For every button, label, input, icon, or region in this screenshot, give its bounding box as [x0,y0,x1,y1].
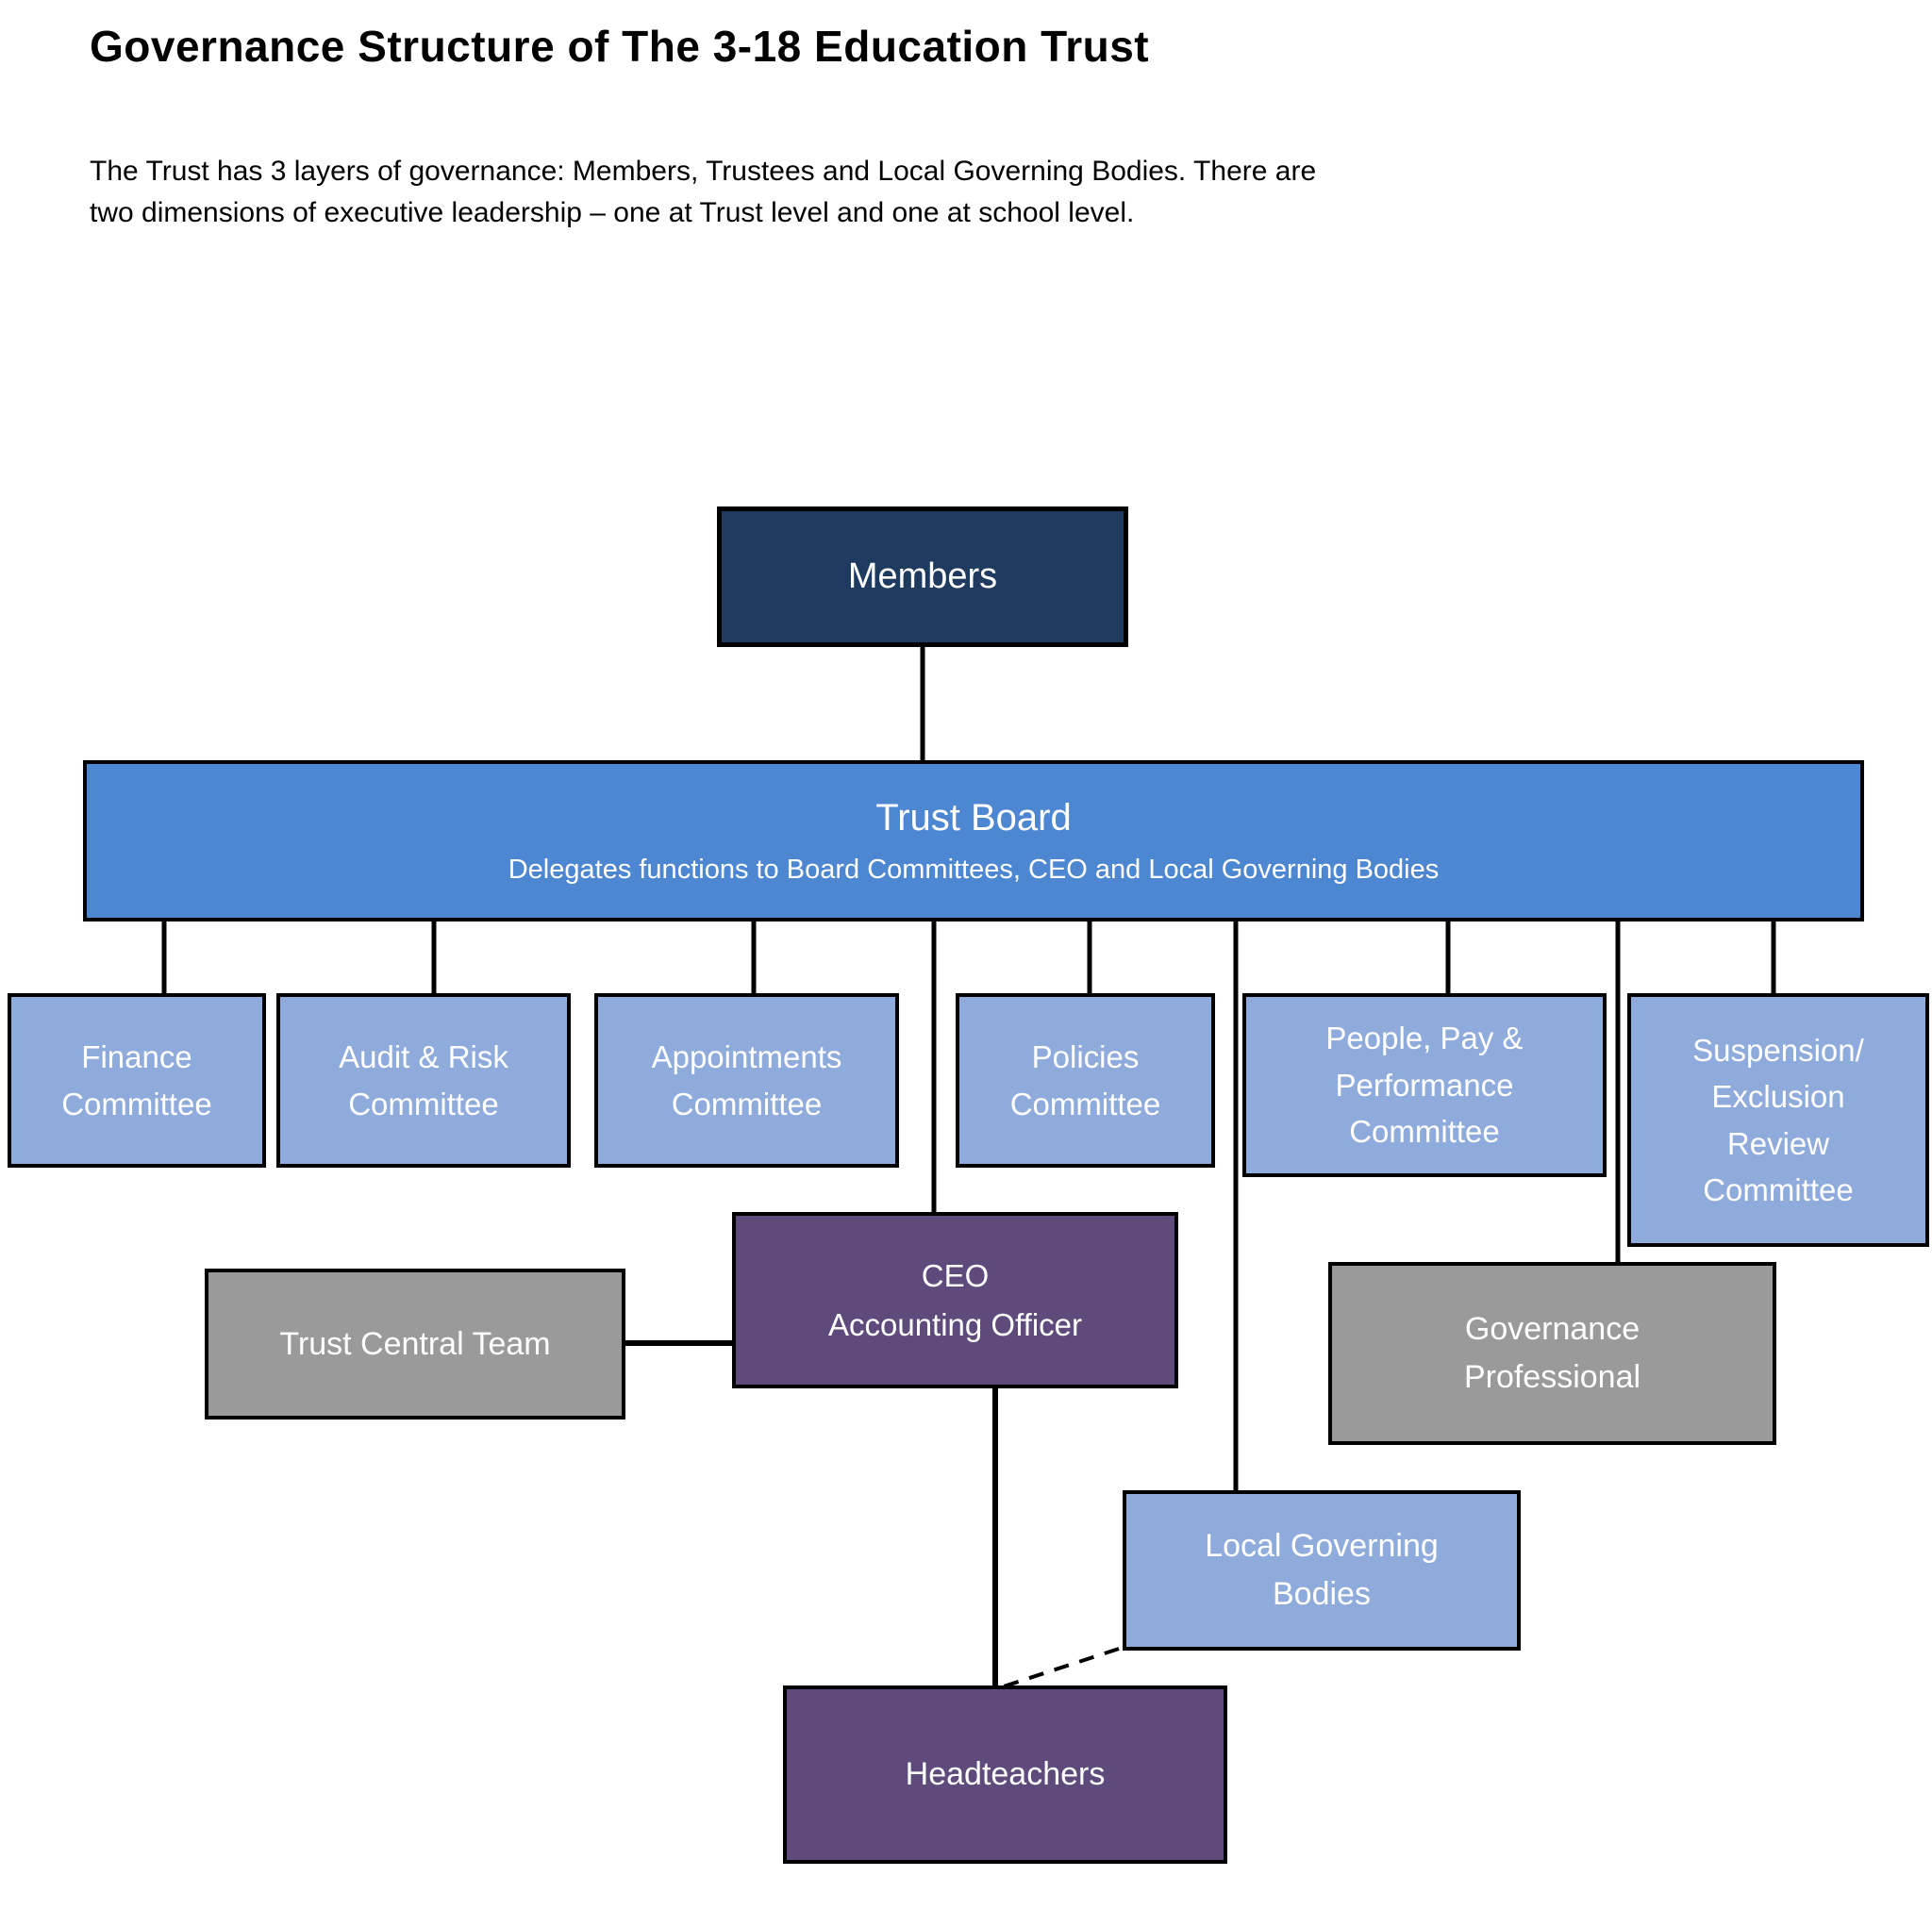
node-audit-risk-committee: Audit & Risk Committee [276,993,571,1168]
node-appointments-committee: Appointments Committee [594,993,899,1168]
node-governance-professional: Governance Professional [1328,1262,1776,1445]
node-finance-committee: Finance Committee [8,993,266,1168]
page-description: The Trust has 3 layers of governance: Me… [90,156,1317,228]
page-title: Governance Structure of The 3-18 Educati… [90,22,1150,71]
ceo-subtitle: Accounting Officer [827,1306,1083,1342]
trust-board-subtitle: Delegates functions to Board Committees,… [508,855,1440,886]
node-ceo: CEO Accounting Officer [732,1212,1178,1388]
node-members: Members [717,506,1128,647]
trust-board-title: Trust Board [875,797,1072,839]
node-local-governing-bodies: Local Governing Bodies [1123,1490,1521,1651]
node-headteachers: Headteachers [783,1685,1227,1864]
node-suspension-exclusion-review-committee: Suspension/ Exclusion Review Committee [1627,993,1929,1247]
node-policies-committee: Policies Committee [956,993,1215,1168]
ceo-title: CEO [921,1258,990,1294]
node-trust-central-team: Trust Central Team [205,1269,625,1420]
node-people-pay-performance-committee: People, Pay & Performance Committee [1242,993,1607,1177]
node-trust-board: Trust Board Delegates functions to Board… [83,760,1864,921]
connector-local-governing-bodies-headteachers-dashed [997,1647,1120,1690]
